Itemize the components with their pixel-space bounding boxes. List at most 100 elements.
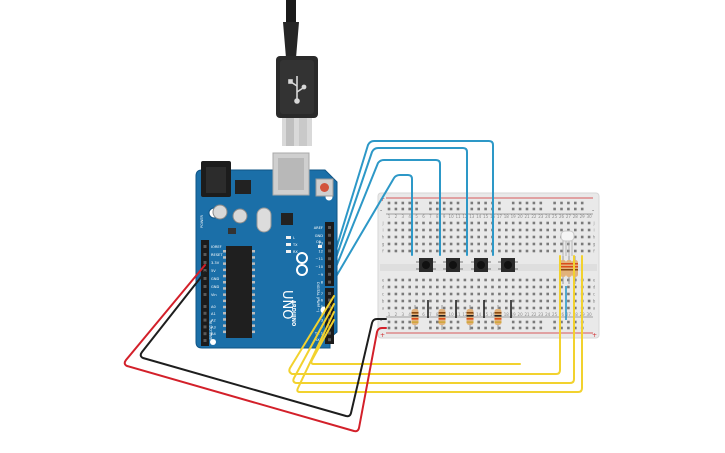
breadboard-hole xyxy=(477,228,480,232)
column-number: 7 xyxy=(429,312,432,317)
breadboard-hole xyxy=(408,242,411,246)
rail-hole xyxy=(456,207,460,211)
row-letter: d xyxy=(382,285,385,290)
breadboard-hole xyxy=(560,292,563,296)
rail-hole xyxy=(580,201,584,205)
rail-hole xyxy=(553,201,556,205)
breadboard-hole xyxy=(484,292,487,296)
rail-hole xyxy=(429,201,432,205)
breadboard-hole xyxy=(394,249,398,253)
column-number: 4 xyxy=(408,312,411,317)
column-number: 5 xyxy=(415,214,418,219)
rail-hole xyxy=(525,326,529,330)
rail-hole xyxy=(436,320,439,324)
breadboard-hole xyxy=(456,278,460,282)
breadboard-hole xyxy=(518,285,522,289)
breadboard-hole xyxy=(449,278,453,282)
blue-wires xyxy=(333,140,494,281)
breadboard-hole xyxy=(525,306,529,310)
analog-pin-label: A4 xyxy=(211,332,216,336)
breadboard-hole xyxy=(401,278,405,282)
breadboard-hole xyxy=(532,306,536,310)
breadboard-hole xyxy=(518,299,522,303)
breadboard-hole xyxy=(477,249,480,253)
breadboard-hole xyxy=(429,306,432,310)
breadboard-hole xyxy=(511,292,515,296)
breadboard-hole xyxy=(429,278,432,282)
header-pin xyxy=(328,292,331,295)
breadboard-hole xyxy=(387,285,391,289)
rail-plus-bottom-right: + xyxy=(592,332,597,339)
breadboard-hole xyxy=(505,278,508,282)
breadboard-hole xyxy=(470,249,474,253)
breadboard-hole xyxy=(511,221,515,225)
rail-hole xyxy=(539,326,543,330)
breadboard-hole xyxy=(553,285,556,289)
breadboard-hole xyxy=(518,306,522,310)
chip-pin xyxy=(223,305,226,309)
breadboard-hole xyxy=(470,221,474,225)
chip-pin xyxy=(252,250,255,253)
breadboard-hole xyxy=(518,292,522,296)
breadboard-hole xyxy=(532,249,536,253)
chip-pin xyxy=(223,318,226,321)
breadboard-hole xyxy=(546,242,549,246)
header-pin xyxy=(203,245,207,248)
breadboard-hole xyxy=(560,249,563,253)
breadboard-hole xyxy=(525,249,529,253)
rail-hole xyxy=(567,320,570,324)
breadboard-hole xyxy=(511,299,515,303)
breadboard-hole xyxy=(456,235,460,239)
header-pin xyxy=(203,339,207,342)
rail-hole xyxy=(394,320,398,324)
breadboard-hole xyxy=(449,285,453,289)
arduino-logo-icon xyxy=(296,252,308,276)
column-number: 3 xyxy=(402,214,405,219)
breadboard-hole xyxy=(449,235,453,239)
rail-hole xyxy=(498,326,501,330)
column-number: 30 xyxy=(587,214,593,219)
breadboard-hole xyxy=(463,285,467,289)
rail-hole xyxy=(429,320,432,324)
column-number: 1 xyxy=(388,312,391,317)
column-number: 23 xyxy=(538,312,544,317)
rail-hole xyxy=(387,201,391,205)
breadboard-hole xyxy=(442,228,446,232)
rail-hole xyxy=(408,320,411,324)
breadboard-hole xyxy=(491,278,494,282)
breadboard-hole xyxy=(553,235,556,239)
breadboard-hole xyxy=(525,242,529,246)
push-buttons xyxy=(416,258,518,272)
column-number: 19 xyxy=(511,312,517,317)
rail-hole xyxy=(415,201,418,205)
header-pin xyxy=(328,226,331,229)
breadboard-hole xyxy=(477,278,480,282)
breadboard-hole xyxy=(525,285,529,289)
rail-hole xyxy=(491,326,494,330)
rail-hole xyxy=(456,201,460,205)
digital-pin-label: RX 0 xyxy=(315,338,324,342)
breadboard-hole xyxy=(436,249,439,253)
row-letter: c xyxy=(382,292,384,297)
chip-pin xyxy=(252,293,255,296)
breadboard-hole xyxy=(415,292,418,296)
rail-hole xyxy=(574,326,577,330)
breadboard-hole xyxy=(580,228,584,232)
resistor-1 xyxy=(411,305,419,330)
breadboard-hole xyxy=(449,221,453,225)
breadboard-hole xyxy=(546,249,549,253)
breadboard-hole xyxy=(532,278,536,282)
column-number: 24 xyxy=(545,312,551,317)
breadboard-hole xyxy=(546,278,549,282)
breadboard-hole xyxy=(463,242,467,246)
breadboard-hole xyxy=(532,292,536,296)
rail-hole xyxy=(532,201,536,205)
pull-down-resistors xyxy=(411,300,512,330)
breadboard-hole xyxy=(511,235,515,239)
column-number: 18 xyxy=(504,214,510,219)
rail-hole xyxy=(442,201,446,205)
chip-pin xyxy=(223,281,226,284)
breadboard-hole xyxy=(587,299,591,303)
breadboard-hole xyxy=(422,278,425,282)
